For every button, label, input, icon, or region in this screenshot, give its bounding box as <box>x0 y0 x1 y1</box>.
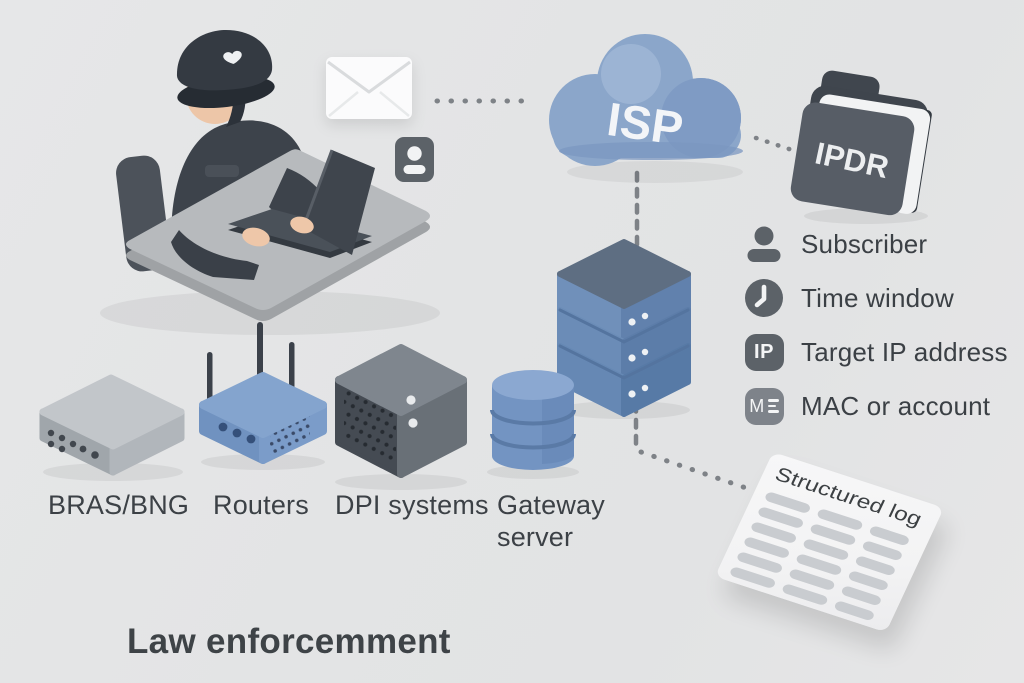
cap-emblem <box>223 50 242 64</box>
bras-bng-box-icon <box>39 374 185 481</box>
envelope-icon <box>326 57 412 119</box>
isp-cloud-label: ISP <box>604 92 686 155</box>
ipdr-folder-icon: IPDR <box>790 70 932 224</box>
laptop-screen-edge <box>301 149 334 229</box>
caption-law-enforcement: Law enforcemment <box>127 622 451 661</box>
ip-badge-icon: IP <box>744 332 784 372</box>
cap-crown <box>176 30 273 91</box>
server-stack-icon <box>557 239 691 419</box>
list-item-mac-account: M MAC or account <box>744 386 1008 426</box>
list-item-target-ip: IP Target IP address <box>744 332 1008 372</box>
wifi-router-icon <box>199 322 327 470</box>
officer-hand-left <box>242 227 270 247</box>
database-cylinders-icon <box>487 370 579 479</box>
request-parameters-list: Subscriber Time window IP Target IP addr… <box>744 224 1008 440</box>
officer-hand-right <box>290 216 314 234</box>
mac-badge-icon: M <box>744 386 784 426</box>
mac-badge-lines <box>767 399 779 413</box>
list-item-label: Target IP address <box>801 336 1008 367</box>
list-item-subscriber: Subscriber <box>744 224 1008 264</box>
isp-cloud-icon: ISP <box>549 34 743 183</box>
mac-badge-text: M <box>749 395 765 416</box>
ip-badge-text: IP <box>754 340 774 363</box>
list-item-label: Subscriber <box>801 228 928 259</box>
device-label-routers: Routers <box>213 490 309 520</box>
dpi-cube-icon <box>335 344 467 490</box>
list-item-time-window: Time window <box>744 278 1008 318</box>
dotted-line-to-log <box>638 449 752 492</box>
police-officer-at-desk-with-laptop <box>100 30 440 335</box>
list-item-label: Time window <box>801 282 954 313</box>
person-icon <box>744 224 784 264</box>
list-item-label: MAC or account <box>801 390 991 421</box>
officer-left-arm <box>171 230 259 280</box>
device-label-bras-bng: BRAS/BNG <box>48 490 190 520</box>
device-label-gateway-server: Gateway server <box>497 490 605 553</box>
laptop-screen <box>303 150 375 255</box>
clock-icon <box>744 278 784 318</box>
pocket-detail <box>205 165 239 177</box>
device-label-dpi: DPI systems <box>335 490 489 520</box>
id-card-icon <box>395 137 434 182</box>
